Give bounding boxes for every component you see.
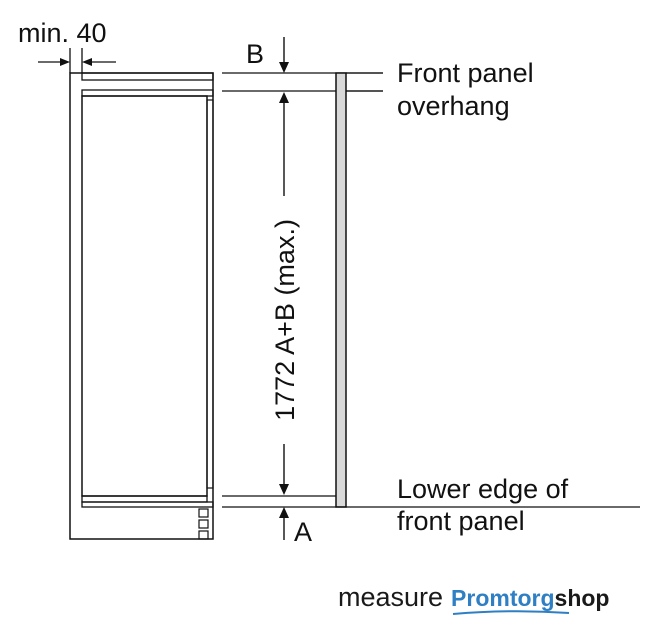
height-dimension-label: 1772 A+B (max.) bbox=[270, 219, 300, 421]
overhang-label-line2: overhang bbox=[397, 91, 510, 121]
hinge-block bbox=[198, 508, 209, 518]
appliance-top-door-strip bbox=[81, 89, 214, 97]
min-gap-label: min. 40 bbox=[18, 18, 107, 48]
watermark-word: measure bbox=[338, 582, 444, 612]
watermark: measure Promtorgshop bbox=[338, 582, 610, 626]
appliance-door bbox=[81, 95, 208, 497]
height-arrowhead-top bbox=[279, 92, 289, 103]
appliance-bottom-strip bbox=[81, 495, 208, 503]
hinge-block bbox=[198, 519, 209, 529]
appliance-top-strip bbox=[81, 72, 214, 81]
logo-part-promtorg: Promtorg bbox=[451, 585, 555, 611]
appliance-side-profile bbox=[206, 99, 214, 489]
height-arrowhead-bottom bbox=[279, 484, 289, 495]
appliance-base-strip bbox=[81, 501, 214, 508]
min-gap-arrowhead-right bbox=[82, 58, 92, 66]
a-marker-label: A bbox=[294, 517, 312, 547]
overhang-label-line1: Front panel bbox=[397, 58, 534, 88]
b-marker-label: B bbox=[246, 39, 264, 69]
niche-outline bbox=[69, 72, 214, 540]
logo-part-shop: shop bbox=[554, 585, 610, 611]
front-panel bbox=[335, 72, 347, 508]
lower-edge-label-line1: Lower edge of bbox=[397, 474, 569, 504]
hinge-block bbox=[198, 530, 209, 540]
b-arrowhead bbox=[279, 62, 289, 73]
min-gap-arrowhead-left bbox=[60, 58, 70, 66]
promtorgshop-logo: Promtorgshop bbox=[451, 585, 610, 615]
logo-swoosh bbox=[452, 610, 570, 615]
lower-edge-label-line2: front panel bbox=[397, 506, 525, 536]
